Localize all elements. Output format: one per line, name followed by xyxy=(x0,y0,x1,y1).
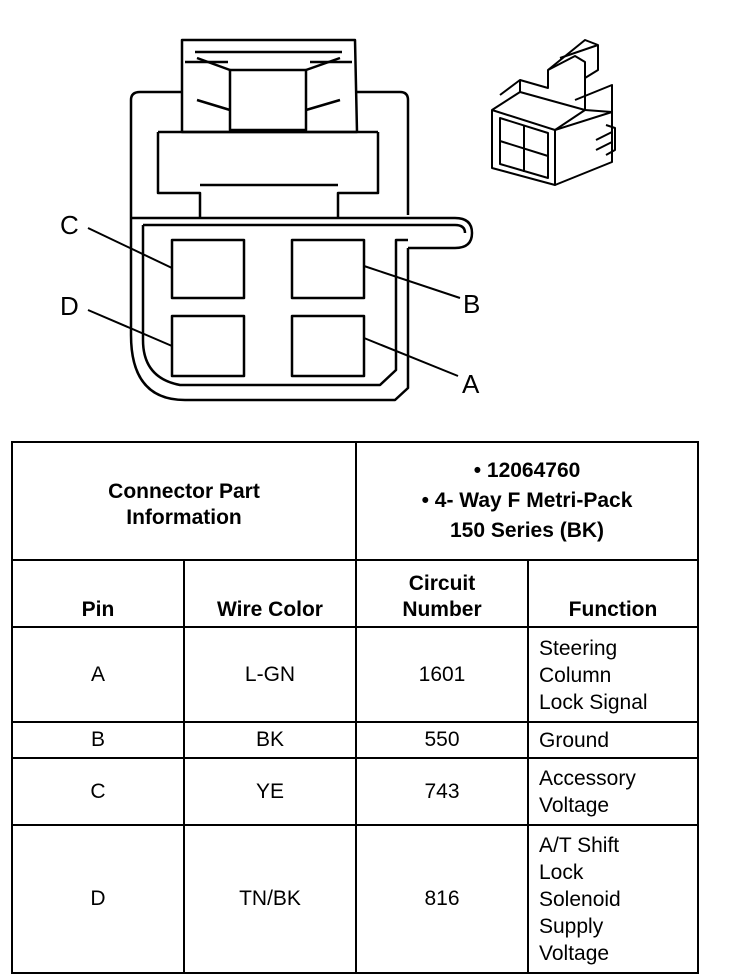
function-line: A/T Shift xyxy=(539,834,620,857)
function-line: Supply xyxy=(539,915,604,938)
pin-label-a: A xyxy=(462,369,480,399)
cavity-c xyxy=(170,238,246,300)
cell-circuit: 816 xyxy=(355,824,529,974)
cell-function: Accessory Voltage xyxy=(526,757,700,826)
header-circuit-line1: Circuit xyxy=(408,572,476,595)
cell-wire-color: YE xyxy=(183,757,357,826)
table-row: B BK 550 Ground xyxy=(11,721,700,759)
table-row: D TN/BK 816 A/T Shift Lock Solenoid Supp… xyxy=(11,824,700,974)
cell-pin: D xyxy=(11,824,185,974)
connector-part-label-line2: Information xyxy=(126,506,242,529)
cell-pin: A xyxy=(11,626,185,723)
function-line: Voltage xyxy=(539,794,610,817)
function-line: Lock xyxy=(539,861,584,884)
cell-circuit: 743 xyxy=(355,757,529,826)
bullet-1: • xyxy=(473,459,482,482)
cell-function: Ground xyxy=(526,721,700,759)
cell-wire-color: L-GN xyxy=(183,626,357,723)
connector-face-view xyxy=(129,38,474,402)
description-line1: 4- Way F Metri-Pack xyxy=(434,489,633,512)
connector-part-value-cell: • 12064760 • 4- Way F Metri-Pack 150 Ser… xyxy=(354,441,700,561)
connector-part-label-line1: Connector Part xyxy=(108,480,260,503)
header-pin: Pin xyxy=(11,559,185,628)
connector-diagram: C D B A xyxy=(60,38,616,402)
connector-isometric-view xyxy=(491,39,616,186)
function-line: Solenoid xyxy=(539,888,621,911)
cell-function: A/T Shift Lock Solenoid Supply Voltage xyxy=(526,824,700,974)
part-number-line: • 12064760 xyxy=(357,456,697,486)
function-line: Ground xyxy=(539,729,610,752)
cell-wire-color: TN/BK xyxy=(183,824,357,974)
cell-function: Steering Column Lock Signal xyxy=(526,626,700,723)
pin-label-d: D xyxy=(60,291,79,321)
table-row: A L-GN 1601 Steering Column Lock Signal xyxy=(11,626,700,723)
pin-leader-lines xyxy=(87,227,461,377)
header-circuit-line2: Number xyxy=(402,598,482,621)
description-line: • 4- Way F Metri-Pack xyxy=(357,486,697,516)
header-function: Function xyxy=(526,559,700,628)
connector-part-label-cell: Connector Part Information xyxy=(11,441,357,561)
function-line: Column xyxy=(539,663,612,687)
header-wire-color: Wire Color xyxy=(183,559,357,628)
bullet-2: • xyxy=(421,489,429,512)
pin-label-c: C xyxy=(60,210,79,240)
function-line: Voltage xyxy=(539,942,610,965)
cell-pin: B xyxy=(11,721,185,759)
connector-part-row: Connector Part Information • 12064760 • … xyxy=(11,441,700,561)
cavity-d xyxy=(170,314,246,378)
cell-circuit: 550 xyxy=(355,721,529,759)
function-line: Accessory xyxy=(539,767,636,790)
part-number: 12064760 xyxy=(486,459,581,482)
function-line: Steering xyxy=(539,636,618,660)
header-circuit-number: Circuit Number xyxy=(355,559,529,628)
table-row: C YE 743 Accessory Voltage xyxy=(11,757,700,826)
function-line: Lock Signal xyxy=(539,690,648,714)
cell-wire-color: BK xyxy=(183,721,357,759)
connector-info-table: Connector Part Information • 12064760 • … xyxy=(11,441,700,974)
description-line2: 150 Series (BK) xyxy=(449,519,605,542)
cavity-a xyxy=(290,314,366,378)
cell-pin: C xyxy=(11,757,185,826)
pin-label-b: B xyxy=(463,289,480,319)
cell-circuit: 1601 xyxy=(355,626,529,723)
cavity-b xyxy=(290,238,366,300)
column-header-row: Pin Wire Color Circuit Number Function xyxy=(11,559,700,628)
